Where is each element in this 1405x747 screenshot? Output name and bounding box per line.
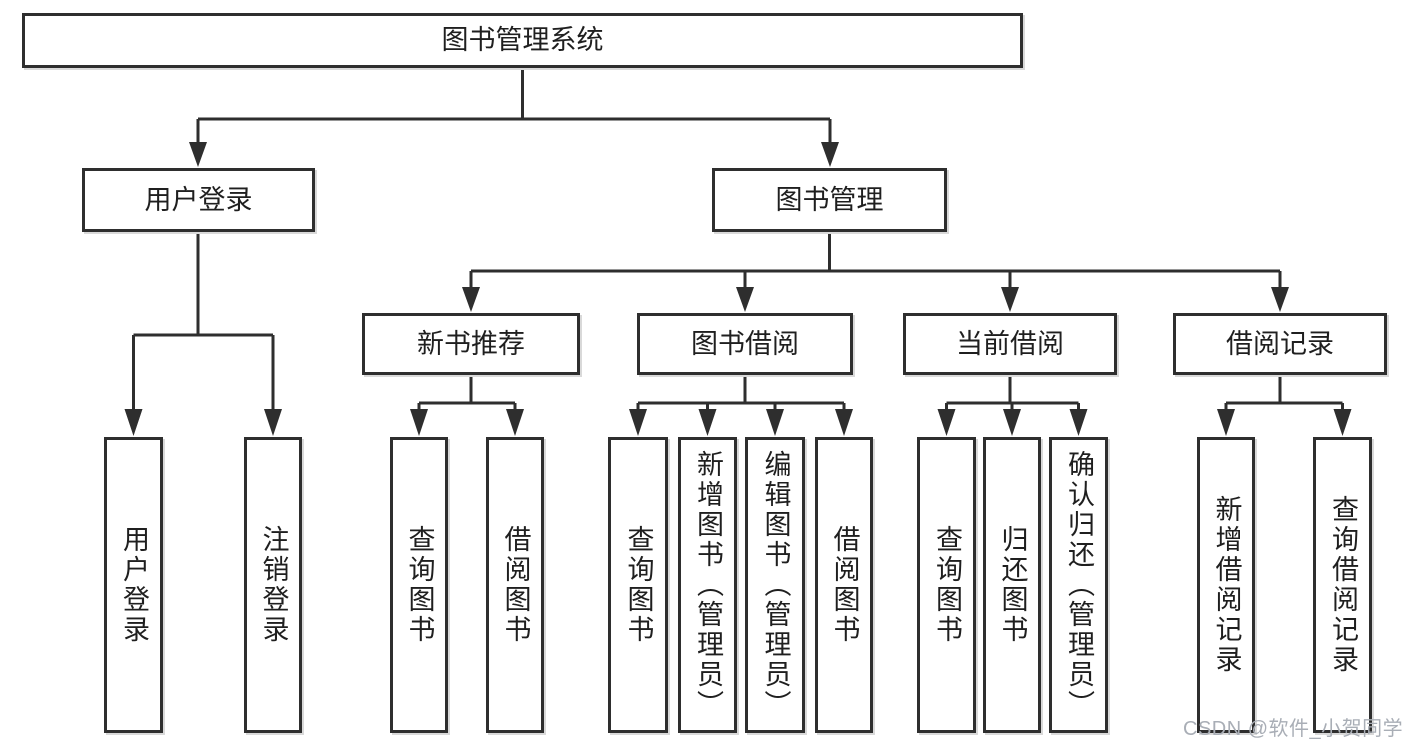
leaf-query-books-recommend-label: 查询图书 <box>404 525 435 645</box>
connector-line <box>945 375 1080 411</box>
leaf-query-books-current: 查询图书 <box>917 437 976 733</box>
arrowhead-down-icon <box>1069 409 1088 436</box>
leaf-borrow-books-label: 借阅图书 <box>829 525 860 645</box>
arrowhead-down-icon <box>698 409 717 436</box>
leaf-add-borrow-record-label: 新增借阅记录 <box>1211 495 1242 675</box>
connector-line <box>1224 375 1344 411</box>
leaf-add-book-admin: 新增图书（管理员） <box>678 437 737 733</box>
leaf-query-borrow-record: 查询借阅记录 <box>1313 437 1372 733</box>
leaf-user-login: 用户登录 <box>104 437 163 733</box>
leaf-confirm-return-admin: 确认归还（管理员） <box>1049 437 1108 733</box>
arrowhead-down-icon <box>1333 409 1352 436</box>
connector-new-book-to-children <box>410 375 524 436</box>
leaf-borrow-books: 借阅图书 <box>815 437 873 733</box>
arrowhead-down-icon <box>410 409 428 436</box>
arrowhead-down-icon <box>1217 409 1235 436</box>
leaf-logout: 注销登录 <box>244 437 302 733</box>
arrowhead-down-icon <box>1001 287 1019 312</box>
leaf-query-borrow-record-label: 查询借阅记录 <box>1328 495 1358 675</box>
leaf-query-books-current-label: 查询图书 <box>932 525 962 645</box>
connector-book-management-to-level3 <box>462 232 1289 312</box>
arrowhead-down-icon <box>1271 287 1289 312</box>
connector-user-login-to-children <box>124 232 282 436</box>
leaf-logout-label: 注销登录 <box>258 525 289 645</box>
arrowhead-down-icon <box>629 409 647 436</box>
arrowhead-down-icon <box>937 409 956 436</box>
node-borrowing-records: 借阅记录 <box>1173 313 1387 375</box>
leaf-add-book-admin-label: 新增图书（管理员） <box>693 450 723 720</box>
watermark: CSDN @软件_小贺同学 <box>1183 718 1404 740</box>
connector-line <box>196 68 832 144</box>
leaf-confirm-return-admin-label: 确认归还（管理员） <box>1064 450 1094 720</box>
leaf-user-login-label: 用户登录 <box>119 525 149 645</box>
node-book-borrowing-label: 图书借阅 <box>691 328 799 359</box>
arrowhead-down-icon <box>821 142 839 167</box>
connector-line <box>636 375 846 411</box>
leaf-query-books-recommend: 查询图书 <box>390 437 448 733</box>
node-current-borrowing-label: 当前借阅 <box>956 328 1064 359</box>
arrowhead-down-icon <box>1003 409 1021 436</box>
node-new-book-recommend-label: 新书推荐 <box>417 328 525 359</box>
leaf-edit-book-admin-label: 编辑图书（管理员） <box>760 450 791 720</box>
node-book-borrowing: 图书借阅 <box>637 313 853 375</box>
node-new-book-recommend: 新书推荐 <box>362 313 580 375</box>
leaf-return-books: 归还图书 <box>983 437 1041 733</box>
leaf-borrow-books-recommend: 借阅图书 <box>486 437 544 733</box>
leaf-return-books-label: 归还图书 <box>997 525 1028 645</box>
connector-line <box>132 232 275 411</box>
connector-book-borrow-to-children <box>629 375 853 436</box>
arrowhead-down-icon <box>462 287 480 312</box>
arrowhead-down-icon <box>736 287 754 312</box>
node-book-management: 图书管理 <box>712 168 947 232</box>
node-user-login: 用户登录 <box>82 168 315 232</box>
arrowhead-down-icon <box>264 409 282 436</box>
leaf-query-books-borrow: 查询图书 <box>608 437 668 733</box>
connector-current-borrow-to-children <box>937 375 1088 436</box>
leaf-borrow-books-recommend-label: 借阅图书 <box>500 525 531 645</box>
leaf-add-borrow-record: 新增借阅记录 <box>1197 437 1255 733</box>
arrowhead-down-icon <box>189 142 207 167</box>
node-root: 图书管理系统 <box>22 13 1023 68</box>
connector-records-to-children <box>1217 375 1352 436</box>
leaf-edit-book-admin: 编辑图书（管理员） <box>745 437 805 733</box>
connector-line <box>469 232 1282 289</box>
node-current-borrowing: 当前借阅 <box>903 313 1117 375</box>
node-user-login-label: 用户登录 <box>144 184 253 215</box>
connector-line <box>417 375 517 411</box>
node-root-label: 图书管理系统 <box>441 25 604 55</box>
arrowhead-down-icon <box>766 409 784 436</box>
node-borrowing-records-label: 借阅记录 <box>1226 328 1334 359</box>
arrowhead-down-icon <box>124 409 143 436</box>
node-book-management-label: 图书管理 <box>775 184 884 215</box>
arrowhead-down-icon <box>506 409 524 436</box>
leaf-query-books-borrow-label: 查询图书 <box>623 525 654 645</box>
connector-root-to-level2 <box>189 68 839 167</box>
arrowhead-down-icon <box>835 409 853 436</box>
